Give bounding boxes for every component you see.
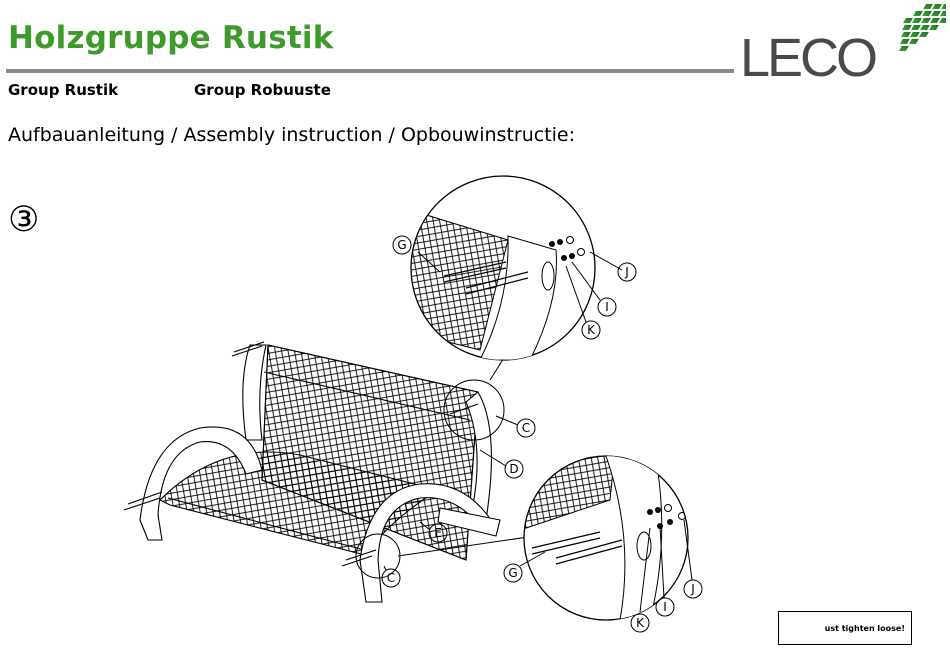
callout-i-bottom: I [663, 600, 667, 614]
callout-i-top: I [605, 300, 609, 314]
tightening-note: ust tighten loose! [778, 611, 912, 645]
callout-j-bottom: J [690, 582, 695, 596]
callout-c-main-bottom: C [387, 571, 395, 585]
bench-illustration [124, 342, 500, 602]
callout-c-main-top: C [522, 421, 530, 435]
callout-g-top: G [397, 238, 406, 252]
callout-g-bottom: G [508, 566, 517, 580]
callout-k-top: K [587, 323, 596, 337]
callout-k-bottom: K [636, 616, 645, 630]
callout-e-main: E [434, 526, 442, 540]
detail-zoom-bottom [520, 440, 692, 620]
callout-d-main: D [509, 462, 518, 476]
callout-j-top: J [624, 265, 629, 279]
